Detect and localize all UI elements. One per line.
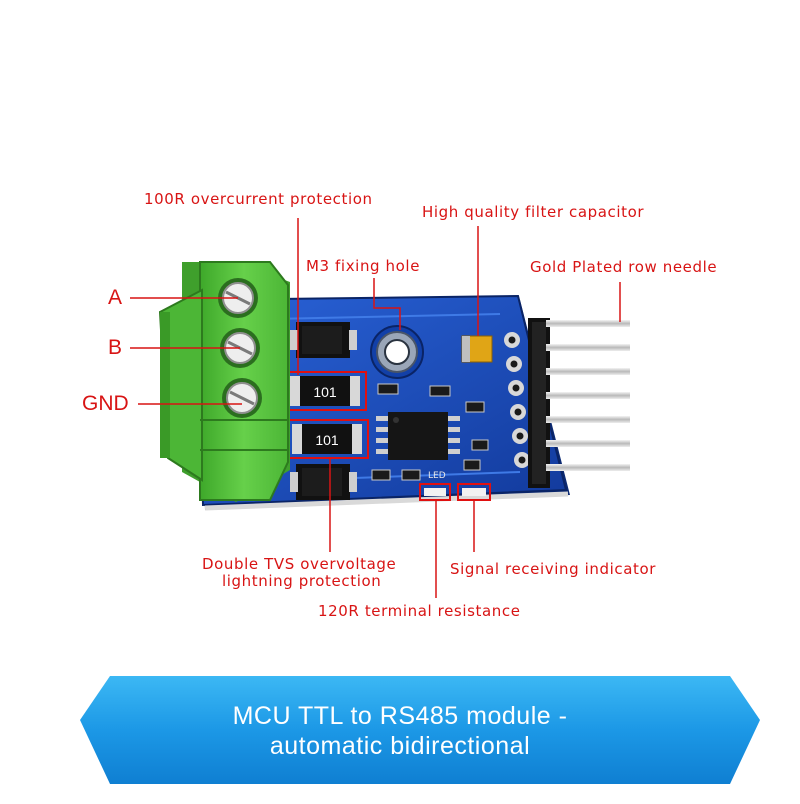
screw-terminal-block	[158, 261, 290, 502]
led-silkscreen: LED	[428, 471, 446, 481]
resistor-mark-bottom: 101	[315, 432, 339, 448]
terminal-label-gnd: GND	[82, 392, 129, 415]
transceiver-ic	[376, 412, 460, 460]
resistor-101-bottom	[292, 424, 362, 454]
terminal-label-b: B	[108, 336, 123, 359]
header-holes	[504, 332, 530, 468]
callout-overcurrent: 100R overcurrent protection	[144, 190, 373, 208]
banner-title-line2: automatic bidirectional	[269, 732, 531, 760]
terminal-label-a: A	[108, 286, 123, 309]
callout-row-needle: Gold Plated row needle	[530, 258, 718, 276]
callout-filter-capacitor: High quality filter capacitor	[422, 203, 645, 221]
banner-title-line1: MCU TTL to RS485 module -	[232, 702, 568, 730]
resistor-101-top	[290, 376, 360, 406]
tvs-diode-bottom	[290, 464, 357, 500]
callout-signal-indicator: Signal receiving indicator	[450, 560, 657, 578]
title-banner	[80, 676, 760, 784]
terminal-leaders	[130, 297, 242, 405]
callout-leaders	[297, 218, 621, 598]
pin-header	[528, 318, 630, 488]
m3-fixing-hole	[370, 325, 424, 379]
callout-tvs-line2: lightning protection	[222, 572, 382, 590]
smd-passives	[371, 383, 489, 481]
callout-tvs-line1: Double TVS overvoltage	[202, 555, 397, 573]
callout-m3-hole: M3 fixing hole	[306, 257, 421, 275]
tvs-diode-top	[290, 322, 357, 358]
callout-terminal-resistance: 120R terminal resistance	[318, 602, 521, 620]
resistor-mark-top: 101	[313, 384, 337, 400]
filter-capacitor	[461, 335, 493, 363]
